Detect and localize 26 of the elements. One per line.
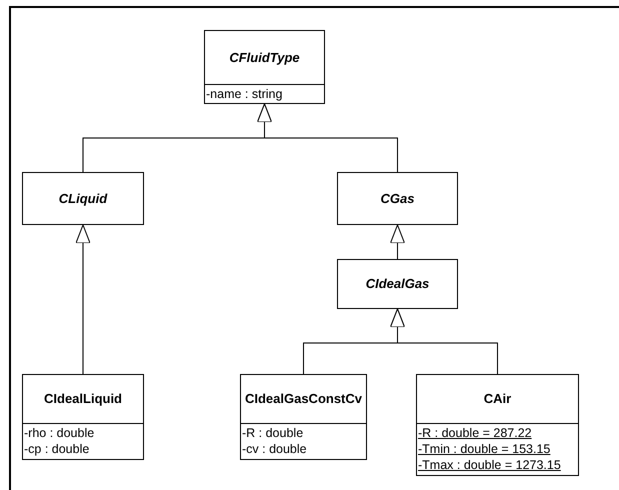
class-box xyxy=(204,30,325,104)
attribute-text: -R : double xyxy=(242,425,304,441)
class-box xyxy=(416,374,579,476)
class-name: CLiquid xyxy=(58,190,108,208)
class-name: CGas xyxy=(380,190,414,208)
class-name: CIdealLiquid xyxy=(44,390,122,408)
attribute-text: -Tmin : double = 153.15 xyxy=(418,441,550,457)
attribute-text: -Tmax : double = 1273.15 xyxy=(418,457,561,473)
attribute-text: -R : double = 287.22 xyxy=(418,425,532,441)
class-box xyxy=(22,374,144,460)
class-box xyxy=(22,172,144,225)
class-name: CIdealGasConstCv xyxy=(244,390,362,408)
class-name: CIdealGas xyxy=(366,275,430,294)
inheritance-arrow xyxy=(390,308,498,374)
class-box xyxy=(337,172,458,225)
class-name: CFluidType xyxy=(229,48,300,67)
class-name: CAir xyxy=(484,390,512,408)
inheritance-arrow xyxy=(390,224,405,260)
inheritance-arrow xyxy=(76,224,90,374)
attribute-text: -cp : double xyxy=(24,441,90,457)
attribute-text: -cv : double xyxy=(242,441,307,457)
attribute-text: -rho : double xyxy=(24,425,94,441)
class-box xyxy=(240,374,367,460)
class-box xyxy=(337,259,458,309)
inheritance-arrow xyxy=(257,104,398,172)
attribute-text: -name : string xyxy=(206,86,282,102)
